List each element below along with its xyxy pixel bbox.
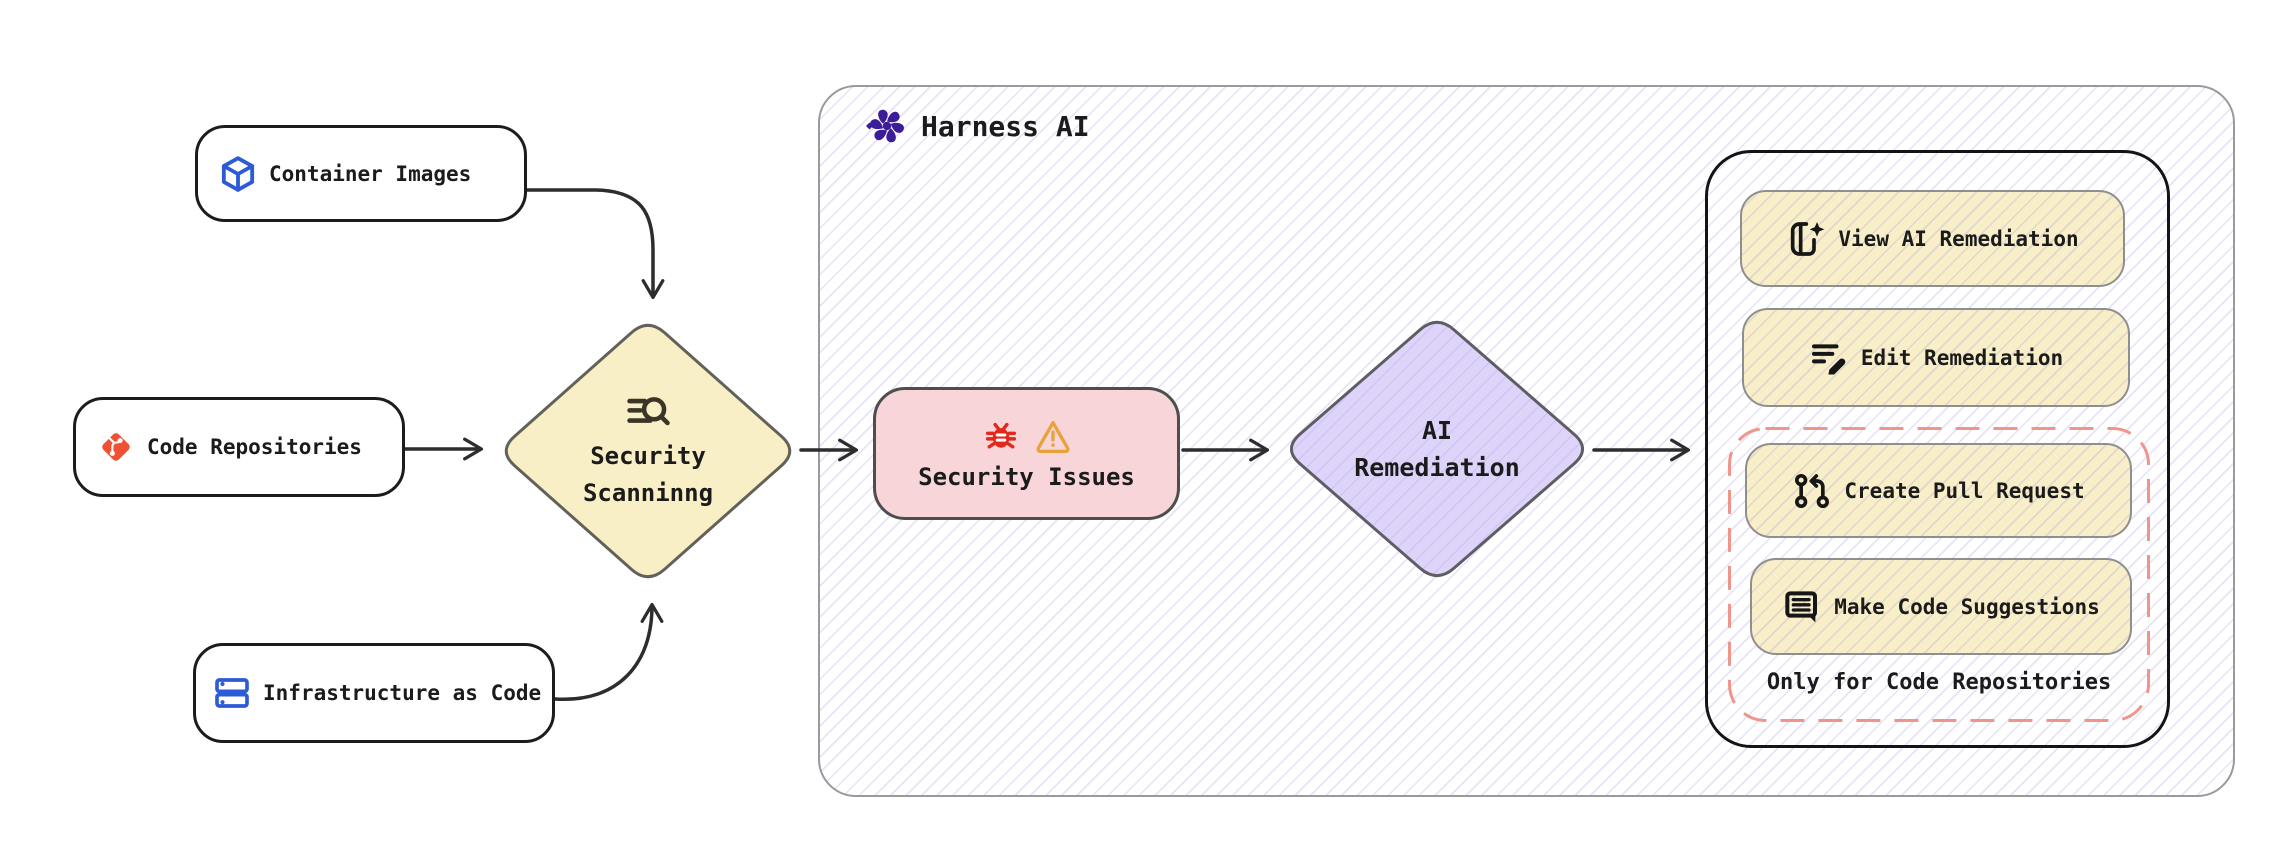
action-label: View AI Remediation bbox=[1838, 226, 2079, 251]
security-scanning-label-line2: Scanninng bbox=[582, 479, 714, 507]
action-label: Make Code Suggestions bbox=[1834, 594, 2100, 619]
action-label: Edit Remediation bbox=[1860, 345, 2064, 370]
git-icon bbox=[102, 433, 130, 461]
harness-ai-icon bbox=[866, 109, 904, 143]
arrow-container-images-to-scanning bbox=[525, 188, 665, 300]
book-sparkle-icon bbox=[1791, 221, 1825, 256]
pull-request-icon bbox=[1795, 473, 1830, 508]
security-issues-icons bbox=[982, 417, 1072, 455]
make-code-suggestions-item: Make Code Suggestions bbox=[1750, 558, 2132, 655]
create-pull-request-item: Create Pull Request bbox=[1745, 443, 2132, 538]
warning-icon bbox=[1036, 420, 1069, 453]
node-label: Code Repositories bbox=[147, 435, 362, 459]
edit-remediation-item: Edit Remediation bbox=[1742, 308, 2130, 407]
security-issues-label: Security Issues bbox=[918, 462, 1135, 491]
code-repos-only-note: Only for Code Repositories bbox=[1766, 670, 2112, 695]
node-infrastructure-as-code: Infrastructure as Code bbox=[193, 643, 555, 743]
node-code-repositories: Code Repositories bbox=[73, 397, 405, 497]
node-label: Container Images bbox=[269, 161, 472, 186]
bug-icon bbox=[985, 422, 1016, 449]
node-label: Infrastructure as Code bbox=[263, 681, 542, 705]
harness-ai-title: Harness AI bbox=[921, 109, 1090, 143]
node-security-scanning: Security Scanninng bbox=[548, 352, 748, 548]
cube-icon bbox=[221, 155, 255, 192]
node-container-images: Container Images bbox=[195, 125, 527, 222]
arrow-iac-to-scanning bbox=[553, 602, 664, 701]
harness-ai-label: Harness AI bbox=[864, 104, 1090, 148]
ai-remediation-label-line2: Remediation bbox=[1354, 453, 1520, 482]
view-ai-remediation-item: View AI Remediation bbox=[1740, 190, 2125, 287]
node-security-issues: Security Issues bbox=[873, 387, 1180, 520]
message-lines-icon bbox=[1785, 590, 1818, 622]
action-label: Create Pull Request bbox=[1844, 478, 2085, 503]
security-scanning-label-line1: Security bbox=[590, 442, 706, 470]
node-ai-remediation: AI Remediation bbox=[1317, 389, 1557, 509]
remediation-actions-container bbox=[1705, 150, 2170, 748]
edit-pencil-icon bbox=[1811, 343, 1846, 374]
ai-remediation-label-line1: AI bbox=[1421, 416, 1453, 445]
scan-search-icon bbox=[627, 397, 670, 426]
servers-icon bbox=[215, 678, 249, 708]
